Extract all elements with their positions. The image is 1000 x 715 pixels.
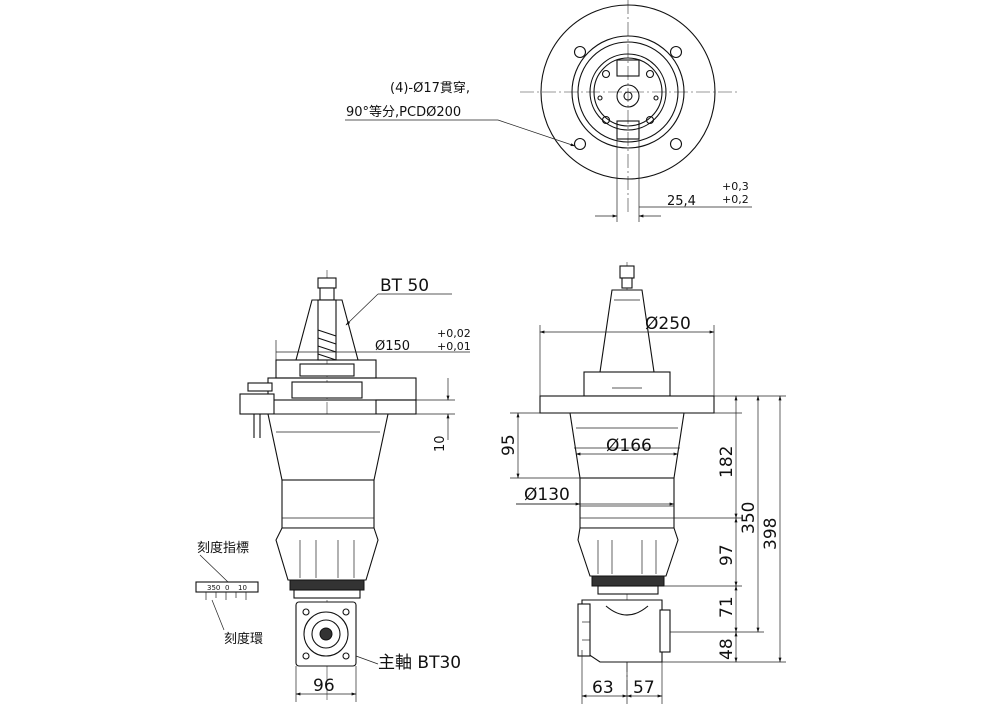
scale-mark-350: 350 [207,584,220,592]
keyway-tol-upper: +0,3 [722,180,749,193]
keyway-dim: 25,4 [667,194,696,209]
front-view: 350 0 10 BT 50 Ø150 +0,02 +0,01 10 刻度指標 … [195,270,471,702]
spindle-label: 主軸 BT30 [378,653,461,673]
dim-398: 398 [761,518,781,550]
keyway-tol-lower: +0,2 [722,193,749,206]
pilot-dim: Ø150 [375,339,410,354]
scale-pointer-label: 刻度指標 [197,540,249,556]
body-dia-166: Ø166 [606,436,652,456]
scale-ring-label: 刻度環 [224,631,263,647]
dim-182: 182 [717,446,737,478]
flange-dia-250: Ø250 [645,314,691,334]
width-dim-96: 96 [313,676,335,696]
dim-57: 57 [633,678,655,698]
scale-mark-0: 0 [225,584,229,592]
bt50-label: BT 50 [380,276,429,296]
dim-48: 48 [717,638,737,660]
pilot-tol-upper: +0,02 [437,327,471,340]
pilot-tol-lower: +0,01 [437,340,471,353]
flange-dim-10: 10 [433,435,448,452]
hole-callout-line2: 90°等分,PCDØ200 [346,104,461,120]
dim-97: 97 [717,544,737,566]
dim-63: 63 [592,678,614,698]
dim-71: 71 [717,596,737,618]
scale-mark-10: 10 [238,584,247,592]
side-view: Ø250 Ø166 Ø130 95 182 97 71 48 350 398 [499,262,786,704]
neck-dia-130: Ø130 [524,485,570,505]
dim-95: 95 [499,434,519,456]
hole-callout-line1: (4)-Ø17貫穿, [390,80,470,96]
top-view: (4)-Ø17貫穿, 90°等分,PCDØ200 25,4 +0,3 +0,2 [345,0,752,222]
dim-350: 350 [739,502,759,534]
